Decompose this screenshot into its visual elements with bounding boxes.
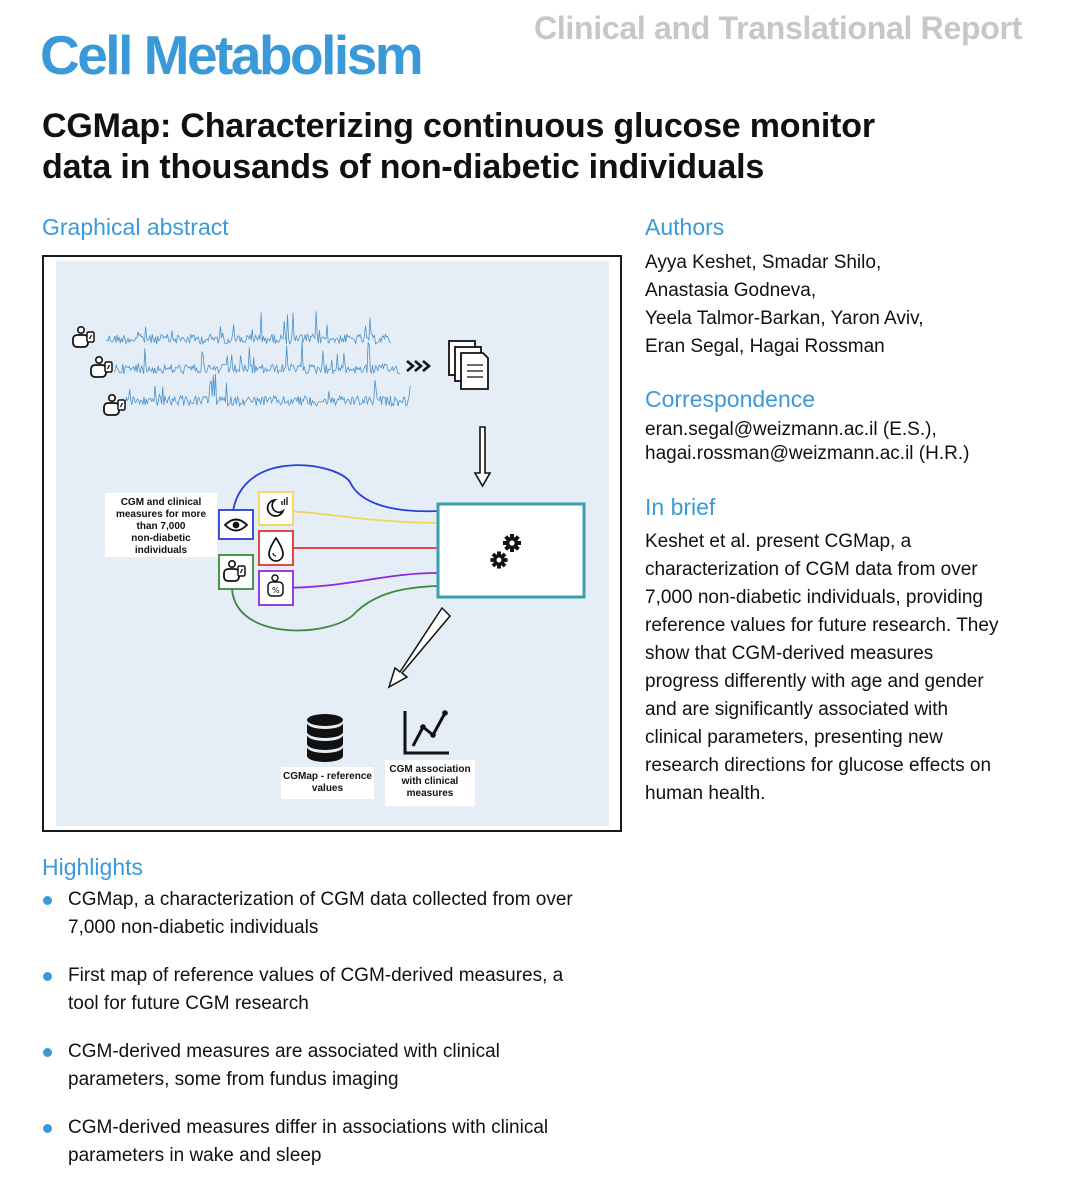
svg-text:%: %	[272, 586, 280, 595]
in-brief-text: Keshet et al. present CGMap, a character…	[645, 531, 999, 804]
drop-icon	[268, 536, 284, 562]
cgm-trace	[113, 340, 401, 375]
correspondence-heading: Correspondence	[645, 386, 816, 412]
graphical-abstract-figure: %	[72, 311, 586, 762]
body-fat-icon: %	[267, 574, 284, 597]
email-link[interactable]: eran.segal@weizmann.ac.il (E.S.),	[645, 419, 937, 440]
graphical-abstract-canvas: %	[56, 261, 609, 826]
email-link[interactable]: hagai.rossman@weizmann.ac.il (H.R.)	[645, 443, 970, 464]
highlights-list: CGMap, a characterization of CGM data co…	[42, 886, 642, 1190]
cgm-trace	[105, 311, 391, 346]
bullet-icon	[43, 1048, 52, 1057]
down-arrow-icon	[473, 426, 492, 488]
title-line: data in thousands of non-diabetic indivi…	[42, 148, 765, 186]
authors-heading: Authors	[645, 214, 725, 240]
in-brief-heading: In brief	[645, 494, 716, 520]
database-icon	[307, 714, 343, 762]
highlights-heading: Highlights	[42, 854, 143, 880]
article-type: Clinical and Translational Report	[534, 10, 1022, 46]
diagonal-arrow-icon	[387, 606, 452, 689]
cgm-traces	[105, 311, 411, 408]
cgm-measures-label: CGM and clinical measures for more than …	[105, 493, 217, 557]
eye-icon	[223, 518, 249, 532]
title-line: CGMap: Characterizing continuous glucose…	[42, 107, 875, 145]
triple-chevron-icon	[406, 360, 432, 372]
graphical-abstract: %	[42, 255, 622, 832]
bullet-icon	[43, 1124, 52, 1133]
authors-list: Ayya Keshet, Smadar Shilo, Anastasia God…	[645, 252, 924, 357]
moon-sleep-icon	[266, 497, 288, 517]
bullet-icon	[43, 896, 52, 905]
line-chart-icon	[403, 710, 449, 755]
cgm-trace	[121, 373, 411, 408]
person-device-icon	[72, 325, 126, 416]
graphical-abstract-heading: Graphical abstract	[42, 214, 229, 240]
sleep-box	[258, 491, 294, 526]
association-label: CGM association with clinical measures	[385, 760, 475, 806]
article-title: CGMap: Characterizing continuous glucose…	[42, 106, 1042, 188]
highlight-item: CGM-derived measures differ in associati…	[42, 1114, 642, 1170]
reference-values-label: CGMap - reference values	[281, 767, 374, 799]
highlight-item: CGM-derived measures are associated with…	[42, 1038, 642, 1094]
bullet-icon	[43, 972, 52, 981]
journal-name: Cell Metabolism	[40, 24, 424, 86]
documents-icon	[448, 340, 489, 390]
highlight-item: First map of reference values of CGM-der…	[42, 962, 642, 1018]
highlight-item: CGMap, a characterization of CGM data co…	[42, 886, 642, 942]
correspondence-emails[interactable]: eran.segal@weizmann.ac.il (E.S.), hagai.…	[645, 418, 1045, 466]
